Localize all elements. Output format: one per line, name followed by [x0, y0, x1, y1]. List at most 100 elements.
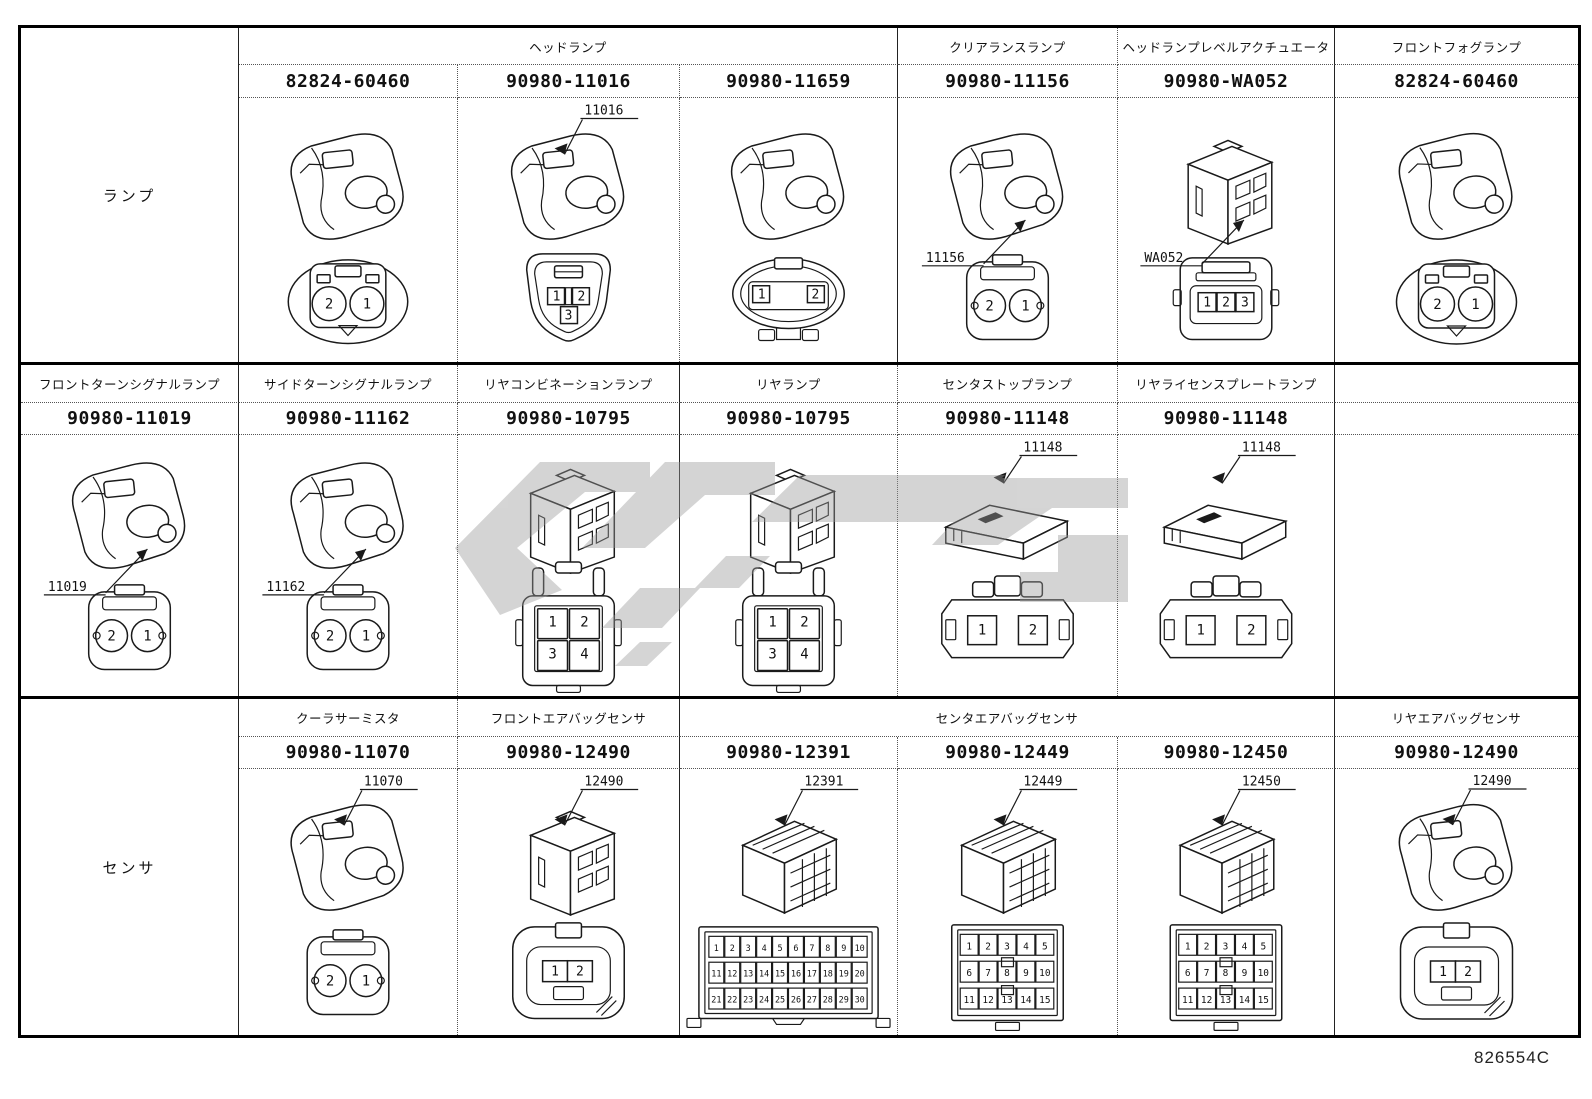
- svg-text:15: 15: [1258, 995, 1269, 1006]
- svg-text:1: 1: [1203, 296, 1211, 311]
- svg-text:4: 4: [800, 647, 808, 663]
- column-group-header: リヤランプ: [680, 365, 898, 403]
- part-number: 90980-12450: [1118, 737, 1335, 769]
- svg-text:14: 14: [1020, 995, 1032, 1006]
- svg-text:27: 27: [807, 995, 817, 1005]
- svg-text:2: 2: [1464, 965, 1472, 980]
- svg-text:7: 7: [985, 968, 991, 979]
- svg-text:16: 16: [791, 969, 801, 979]
- part-number: 82824-60460: [239, 65, 458, 98]
- svg-text:2: 2: [576, 965, 584, 980]
- svg-text:14: 14: [759, 969, 769, 979]
- svg-text:1: 1: [758, 288, 766, 303]
- column-group-header: [1335, 365, 1578, 403]
- section-side-label: センサ: [21, 699, 239, 1035]
- column-group-header: サイドターンシグナルランプ: [239, 365, 458, 403]
- svg-text:1: 1: [1021, 299, 1029, 315]
- svg-text:15: 15: [1039, 995, 1050, 1006]
- svg-text:3: 3: [746, 943, 751, 953]
- svg-text:5: 5: [777, 943, 782, 953]
- column-group-header: リヤコンビネーションランプ: [458, 365, 680, 403]
- section-lamp: ランプヘッドランプクリアランスランプヘッドランプレベルアクチュエータフロントフォ…: [21, 28, 1578, 362]
- svg-text:4: 4: [762, 943, 767, 953]
- svg-text:1: 1: [362, 629, 370, 645]
- part-number: 90980-11016: [458, 65, 680, 98]
- section-side-label: ランプ: [21, 28, 239, 362]
- svg-text:11: 11: [963, 995, 975, 1006]
- svg-text:21: 21: [711, 995, 721, 1005]
- section-turn-signal: フロントターンシグナルランプサイドターンシグナルランプリヤコンビネーションランプ…: [21, 362, 1578, 696]
- column-group-header: センタストップランプ: [898, 365, 1118, 403]
- connector-table: ランプヘッドランプクリアランスランプヘッドランプレベルアクチュエータフロントフォ…: [18, 25, 1581, 1038]
- svg-text:22: 22: [727, 995, 737, 1005]
- svg-text:2: 2: [800, 615, 808, 631]
- svg-text:12449: 12449: [1023, 775, 1062, 790]
- svg-text:3: 3: [1223, 941, 1229, 952]
- column-group-header: フロントエアバッグセンサ: [458, 699, 680, 737]
- part-number: 90980-11156: [898, 65, 1118, 98]
- svg-text:11148: 11148: [1242, 441, 1281, 456]
- svg-text:11148: 11148: [1023, 441, 1062, 456]
- column-group-header: センタエアバッグセンサ: [680, 699, 1335, 737]
- part-number: 90980-11148: [1118, 403, 1335, 435]
- svg-text:1: 1: [1185, 941, 1191, 952]
- column-group-header: フロントフォグランプ: [1335, 28, 1578, 65]
- svg-text:3: 3: [1241, 296, 1249, 311]
- column-group-header: リヤエアバッグセンサ: [1335, 699, 1578, 737]
- svg-text:2: 2: [325, 297, 333, 313]
- part-number: 90980-WA052: [1118, 65, 1335, 98]
- svg-text:4: 4: [1023, 941, 1029, 952]
- svg-text:11019: 11019: [48, 580, 87, 595]
- svg-text:1: 1: [363, 297, 371, 313]
- part-number: 90980-11659: [680, 65, 898, 98]
- svg-text:14: 14: [1239, 995, 1251, 1006]
- svg-text:24: 24: [759, 995, 769, 1005]
- column-group-header: ヘッドランプレベルアクチュエータ: [1118, 28, 1335, 65]
- svg-text:12450: 12450: [1242, 775, 1281, 790]
- svg-text:1: 1: [1439, 965, 1447, 980]
- svg-text:2: 2: [326, 629, 334, 645]
- svg-text:1: 1: [553, 290, 561, 305]
- svg-text:2: 2: [326, 974, 334, 990]
- svg-text:29: 29: [839, 995, 849, 1005]
- svg-text:10: 10: [855, 943, 865, 953]
- svg-text:1: 1: [1196, 623, 1204, 639]
- part-number: 90980-11148: [898, 403, 1118, 435]
- connector-figure: [1335, 435, 1578, 696]
- column-group-header: ヘッドランプ: [239, 28, 898, 65]
- svg-text:2: 2: [1029, 623, 1037, 639]
- part-number: 90980-11019: [21, 403, 239, 435]
- svg-text:13: 13: [743, 969, 753, 979]
- document-number: 826554C: [1473, 1048, 1550, 1067]
- svg-text:2: 2: [580, 615, 588, 631]
- svg-text:8: 8: [1004, 968, 1010, 979]
- svg-text:5: 5: [1260, 941, 1266, 952]
- svg-text:8: 8: [1223, 968, 1229, 979]
- svg-text:20: 20: [855, 969, 865, 979]
- svg-text:11156: 11156: [926, 251, 965, 266]
- svg-text:12: 12: [982, 995, 993, 1006]
- part-number: 90980-12449: [898, 737, 1118, 769]
- svg-text:11: 11: [711, 969, 721, 979]
